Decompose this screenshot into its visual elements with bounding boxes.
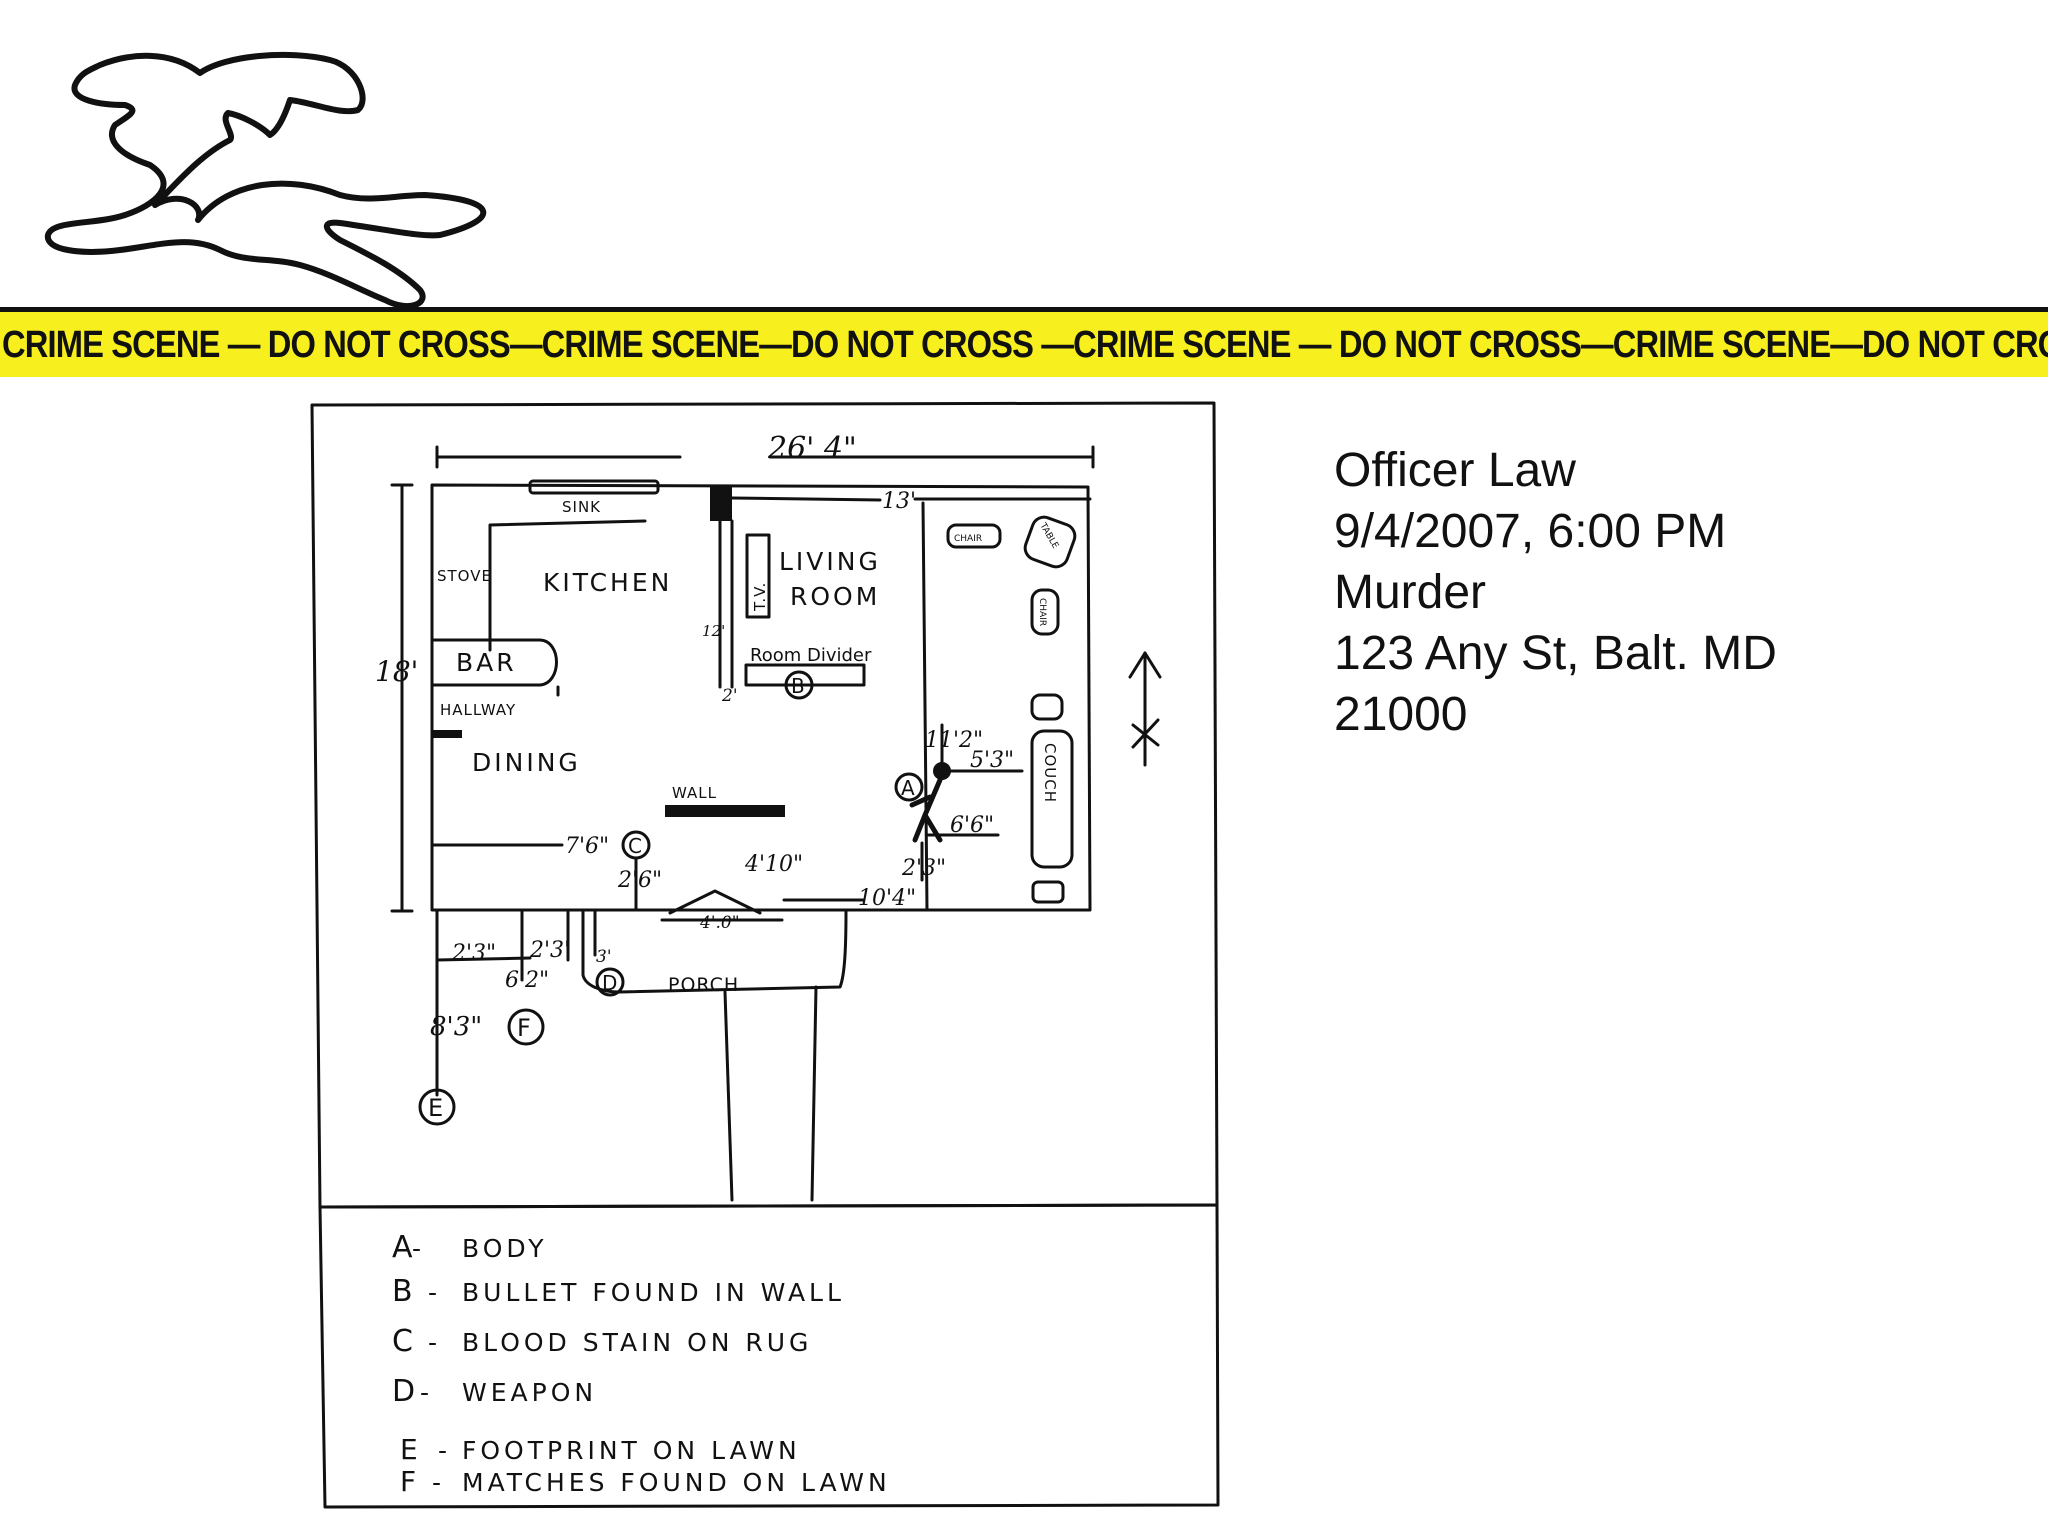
bar <box>430 638 558 687</box>
crime-scene-tape: CRIME SCENE — DO NOT CROSS—CRIME SCENE—D… <box>0 307 2048 377</box>
svg-text:-: - <box>432 1468 445 1497</box>
marker-f-label: F <box>517 1014 531 1042</box>
marker-a-label: A <box>901 776 915 800</box>
door-measurement: 4'.0" <box>699 913 740 933</box>
table <box>1023 515 1077 569</box>
chair-1-label: CHAIR <box>954 534 982 544</box>
porch-label: PORCH <box>668 974 739 996</box>
legend-text-d: WEAPON <box>462 1378 597 1407</box>
kitchen-wall-measurement: 12' <box>702 622 725 640</box>
body-couch-measurement: 6'6" <box>950 813 994 838</box>
crime-scene-sketch: 26' 4" 18' SINK 12' 2' STOVE KITCHEN BAR… <box>310 401 1220 1509</box>
weapon-measurement: 3' <box>596 947 612 967</box>
officer-name: Officer Law <box>1334 444 1576 497</box>
chair-2 <box>1030 588 1060 636</box>
hallway-door <box>432 730 462 738</box>
footprint-measurement: 8'3" <box>430 1012 482 1042</box>
crime-type: Murder <box>1334 566 1487 619</box>
marker-b-label: B <box>791 674 805 698</box>
stove-label: STOVE <box>437 567 492 585</box>
tv <box>745 533 771 619</box>
living-label-2: ROOM <box>790 582 880 611</box>
legend-key-d: D <box>392 1374 419 1409</box>
evidence-legend: A - BODY B - BULLET FOUND IN WALL C - BL… <box>392 1230 891 1498</box>
wall-label: WALL <box>672 784 717 802</box>
divider-offset-measurement: 2' <box>721 686 738 706</box>
marker-f <box>507 1008 545 1046</box>
lawn-measurement-b: 2'3' <box>529 938 570 963</box>
marker-e <box>418 1088 456 1126</box>
marker-d <box>595 967 625 997</box>
svg-text:-: - <box>428 1328 441 1357</box>
legend-text-f: MATCHES FOUND ON LAWN <box>462 1468 891 1497</box>
marker-d-label: D <box>602 971 617 995</box>
blood-south-measurement: 2'6" <box>617 868 662 893</box>
marker-b <box>784 670 814 700</box>
body-south-measurement: 2'3" <box>901 856 946 881</box>
marker-e-label: E <box>428 1094 443 1122</box>
legend-text-a: BODY <box>462 1234 548 1263</box>
table-label: TABLE <box>1037 521 1060 551</box>
body-outline-drawing <box>44 51 487 310</box>
column <box>710 487 732 521</box>
blood-west-measurement: 7'6" <box>565 834 609 859</box>
tape-text: CRIME SCENE — DO NOT CROSS—CRIME SCENE—D… <box>2 324 2048 366</box>
legend-key-f: F <box>400 1465 420 1498</box>
interior-wall <box>665 805 785 817</box>
body-east-measurement: 5'3" <box>970 748 1014 773</box>
chair-1 <box>946 523 1002 549</box>
couch-label: COUCH <box>1041 743 1059 803</box>
legend-key-b: B <box>392 1274 417 1309</box>
case-info: Officer Law 9/4/2007, 6:00 PM Murder 123… <box>1334 440 1777 745</box>
scene-zip: 21000 <box>1334 688 1468 741</box>
living-label-1: LIVING <box>779 547 881 576</box>
house-walls <box>430 483 1092 912</box>
kitchen-label: KITCHEN <box>543 568 672 597</box>
svg-text:-: - <box>428 1278 441 1307</box>
hallway-label: HALLWAY <box>440 701 516 719</box>
legend-text-c: BLOOD STAIN ON RUG <box>462 1328 812 1357</box>
lawn-measurement-a: 2'3" <box>451 941 496 966</box>
end-table-1 <box>1030 693 1064 721</box>
room-divider-label: Room Divider <box>750 645 872 666</box>
svg-text:-: - <box>412 1234 425 1263</box>
dining-label: DINING <box>472 748 581 777</box>
couch <box>1030 729 1074 869</box>
legend-key-a: A <box>392 1230 417 1265</box>
height-measurement: 18' <box>375 655 418 688</box>
room-divider <box>744 663 866 687</box>
legend-border <box>318 1203 1220 1509</box>
svg-text:-: - <box>438 1436 451 1465</box>
sink-label: SINK <box>562 498 601 516</box>
living-width-measurement: 13' <box>882 489 916 514</box>
marker-a <box>894 772 924 802</box>
door-east-measurement: 10'4" <box>858 886 916 911</box>
scene-address: 123 Any St, Balt. MD <box>1334 627 1777 680</box>
legend-text-e: FOOTPRINT ON LAWN <box>462 1436 801 1465</box>
report-datetime: 9/4/2007, 6:00 PM <box>1334 505 1727 558</box>
legend-text-b: BULLET FOUND IN WALL <box>462 1278 845 1307</box>
tv-label: T.V. <box>751 582 769 612</box>
end-table-2 <box>1031 880 1065 904</box>
legend-key-e: E <box>400 1433 422 1466</box>
bar-label: BAR <box>456 648 517 677</box>
legend-key-c: C <box>392 1324 417 1359</box>
body-north-measurement: 11'2" <box>925 728 983 753</box>
chair-2-label: CHAIR <box>1037 598 1047 626</box>
wall-door-measurement: 4'10" <box>744 852 803 877</box>
width-measurement: 26' 4" <box>767 431 857 466</box>
sink <box>528 479 660 495</box>
svg-text:-: - <box>420 1378 433 1407</box>
matches-measurement: 6'2" <box>505 968 549 993</box>
marker-c-label: C <box>628 834 642 858</box>
